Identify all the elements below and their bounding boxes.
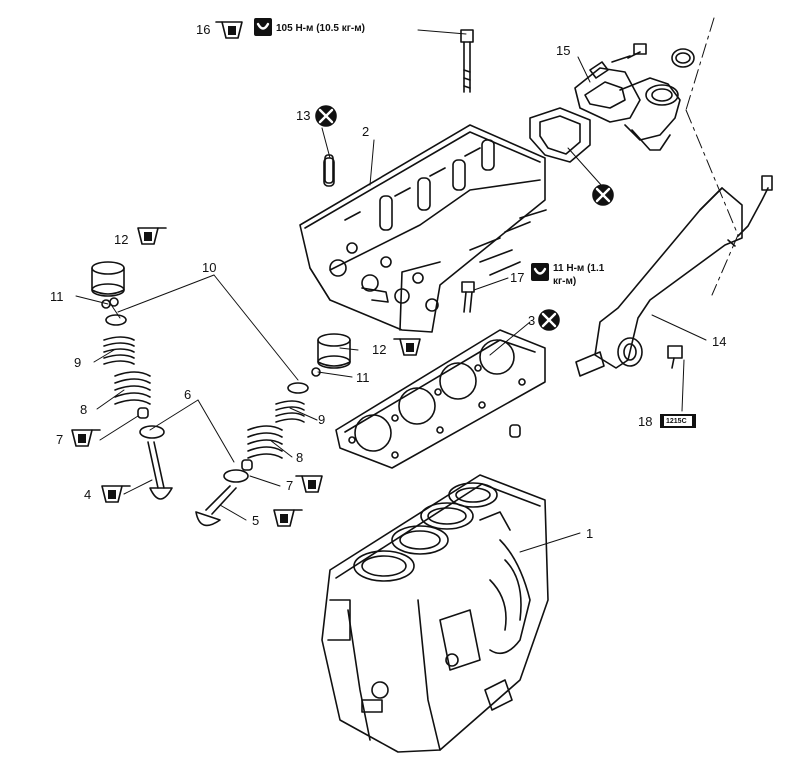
sealant-code: 1215C (666, 418, 687, 425)
part-label-12-mid: 12 (372, 342, 387, 357)
cylinder-head-2 (299, 124, 547, 333)
oil-can-icon (71, 21, 421, 527)
torque-spec-16: 105 Н-м (10.5 кг-м) (276, 23, 365, 34)
head-bolt-16 (460, 29, 474, 93)
dowel-13 (323, 157, 335, 187)
pipe-bolt-18 (667, 345, 683, 369)
part-label-16: 16 (196, 22, 211, 37)
part-label-7-right: 7 (286, 478, 294, 493)
part-label-9-right: 9 (318, 412, 326, 427)
part-label-10: 10 (202, 260, 217, 275)
thermostat-housing-15 (574, 43, 695, 151)
part-label-3: 3 (528, 313, 536, 328)
water-pipe-14 (575, 175, 773, 377)
part-label-7-left: 7 (56, 432, 64, 447)
part-label-9-left: 9 (74, 355, 82, 370)
part-label-13: 13 (296, 108, 311, 123)
cylinder-block-1 (321, 474, 549, 753)
part-label-15: 15 (556, 43, 571, 58)
part-label-17: 17 (510, 270, 525, 285)
part-label-6: 6 (184, 387, 192, 402)
part-label-2: 2 (362, 124, 370, 139)
part-label-8-left: 8 (80, 402, 88, 417)
valve-train-right (195, 333, 351, 527)
part-label-14: 14 (712, 334, 727, 349)
part-label-5: 5 (252, 513, 260, 528)
part-label-8-right: 8 (296, 450, 304, 465)
torque-wrench-icon (254, 18, 549, 281)
thermostat-gasket (529, 107, 591, 163)
sealant-box (660, 414, 696, 428)
valve-train-left (91, 261, 173, 500)
part-label-4: 4 (84, 487, 92, 502)
part-label-11-left: 11 (50, 289, 64, 304)
bolt-17 (461, 281, 475, 313)
torque-spec-17-line2: кг-м) (553, 276, 577, 287)
part-label-11-right: 11 (356, 370, 370, 385)
part-label-12-top: 12 (114, 232, 129, 247)
part-label-1: 1 (586, 526, 594, 541)
part-label-18: 18 (638, 414, 653, 429)
torque-spec-17-line1: 11 Н-м (1.1 (553, 263, 605, 274)
x-circle-icon (315, 105, 614, 331)
head-gasket-3 (335, 329, 546, 469)
leader-lines (75, 29, 707, 553)
